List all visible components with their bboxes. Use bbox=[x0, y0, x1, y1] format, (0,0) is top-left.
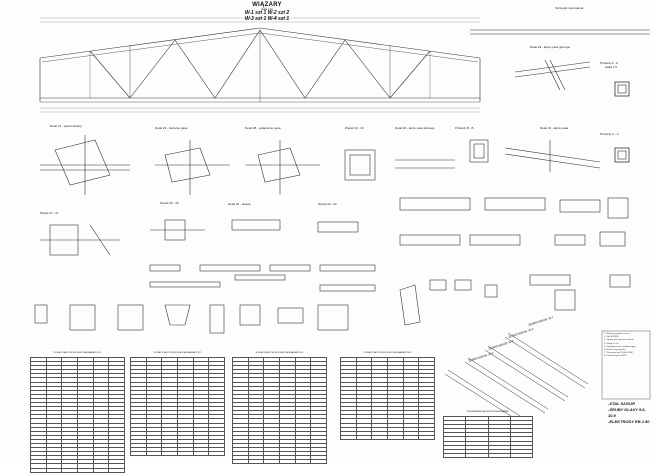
note-item: 2. Stal S235JR bbox=[604, 336, 619, 339]
notes-list: 1. Wymiary podano w mm 2. Stal S235JR 3.… bbox=[604, 333, 650, 359]
drawing-title: WIĄZARY bbox=[252, 2, 282, 8]
note-item: 4. Śruby kl. 5.6 bbox=[604, 342, 619, 345]
table-cell bbox=[487, 452, 511, 458]
spec-electrodes: -ELEKTRODY EB 1.50 bbox=[608, 419, 650, 424]
detail-label: Węzeł 43 - 43 bbox=[345, 126, 364, 130]
notes-box bbox=[601, 330, 651, 400]
table-row bbox=[30, 397, 125, 404]
table-cell bbox=[145, 451, 163, 457]
detail-label: Węzeł 45 - 45 bbox=[160, 201, 179, 205]
detail-label: Detal 32 - słupek bbox=[228, 202, 251, 206]
note-item: 7. Tolerancje wg PN-EN 1090 bbox=[604, 352, 633, 355]
table-cell bbox=[371, 434, 388, 440]
table-title: ZESTAWIENIE ŁĄCZNIKÓW NA WIĄZARY bbox=[466, 411, 510, 413]
drawing-scale: skala 1:10 bbox=[261, 8, 273, 11]
detail-label: skala 1:5 bbox=[605, 65, 618, 69]
material-spec: -STAL S235JR -ŚRUBY KLASY 5.6, 10.9 -ELE… bbox=[608, 401, 652, 425]
parts-table bbox=[340, 356, 435, 440]
table-cell bbox=[92, 467, 110, 473]
table-cell bbox=[465, 452, 489, 458]
table-row bbox=[130, 356, 225, 363]
plates-row bbox=[34, 264, 631, 334]
truss-list-1: W-1 szt 1 W-2 szt 2 bbox=[244, 10, 290, 16]
table-cell bbox=[247, 459, 265, 465]
row3-details bbox=[40, 197, 629, 256]
table-cell bbox=[418, 434, 435, 440]
title-block: WIĄZARY skala 1:10 W-1 szt 1 W-2 szt 2 W… bbox=[232, 2, 302, 22]
table-cell bbox=[176, 451, 194, 457]
isometric-trusses bbox=[444, 332, 589, 426]
parts-table bbox=[232, 356, 327, 465]
table-row bbox=[232, 459, 327, 465]
parts-table bbox=[130, 356, 225, 457]
detail-label: Szczegół mocowania bbox=[555, 6, 584, 10]
truss-drawing bbox=[34, 17, 651, 426]
drawing-sheet: WIĄZARY skala 1:10 W-1 szt 1 W-2 szt 2 W… bbox=[30, 2, 652, 473]
note-item: 6. Montaż wg projektu bbox=[604, 349, 626, 352]
parts-table bbox=[442, 415, 534, 458]
section-a bbox=[614, 81, 630, 163]
table-title: WYKAZ STALI PROFILOWEJ NA WIĄZARY W-1 bbox=[53, 352, 102, 354]
detail-label: Detal 27 - węzeł skrajny bbox=[50, 124, 82, 128]
table-row bbox=[232, 455, 327, 461]
parts-table bbox=[30, 356, 125, 473]
spec-steel: -STAL S235JR bbox=[608, 401, 635, 406]
note-item: 3. Spoiny pachwinowe a=4mm bbox=[604, 339, 634, 342]
table-cell bbox=[509, 452, 534, 458]
detail-label: Przekrój C - C bbox=[600, 132, 619, 136]
spec-bolts: -ŚRUBY KLASY 5.6, 10.9 bbox=[608, 407, 646, 418]
table-cell bbox=[108, 467, 125, 473]
table-cell bbox=[310, 459, 327, 465]
table-cell bbox=[61, 467, 78, 473]
table-title: WYKAZ STALI PROFILOWEJ NA WIĄZARY W-3 bbox=[255, 352, 304, 354]
detail-connection-top bbox=[470, 29, 650, 172]
node-details bbox=[40, 135, 489, 195]
table-row bbox=[130, 418, 225, 424]
detail-label: Przekrój A - A bbox=[600, 61, 619, 65]
truss-list-2: W-3 szt 1 W-4 szt 1 bbox=[244, 15, 290, 22]
table-cell bbox=[340, 434, 357, 440]
detail-label: Węzeł 47 - 47 bbox=[40, 211, 59, 215]
table-row bbox=[232, 442, 327, 449]
table-cell bbox=[30, 467, 47, 473]
detail-label: Detal 23 - stężenie pasa bbox=[155, 126, 188, 130]
main-truss bbox=[39, 27, 481, 103]
note-item: 1. Wymiary podano w mm bbox=[604, 333, 630, 335]
table-cell bbox=[278, 459, 296, 465]
table-title: WYKAZ STALI PROFILOWEJ NA WIĄZARY W-4 bbox=[363, 352, 412, 354]
table-cell bbox=[232, 459, 249, 465]
table-title: WYKAZ STALI PROFILOWEJ NA WIĄZARY W-2 bbox=[153, 352, 202, 354]
table-cell bbox=[45, 467, 63, 473]
table-row bbox=[232, 426, 327, 432]
table-cell bbox=[355, 434, 373, 440]
table-cell bbox=[386, 434, 404, 440]
table-cell bbox=[442, 452, 467, 458]
table-row bbox=[340, 434, 435, 440]
table-cell bbox=[402, 434, 420, 440]
table-row bbox=[30, 418, 125, 424]
note-item: 5. Zabezpieczenie antykorozyjne bbox=[604, 345, 636, 348]
detail-label: Detal 28 - połączenie pasa bbox=[245, 126, 281, 130]
table-row bbox=[442, 452, 534, 458]
note-item: 8. Kontrola spoin 100% bbox=[604, 355, 627, 358]
table-row bbox=[30, 467, 125, 473]
table-cell bbox=[263, 459, 280, 465]
table-row bbox=[232, 451, 327, 457]
detail-label: Węzeł 44 - 44 bbox=[318, 202, 337, 206]
table-cell bbox=[294, 459, 312, 465]
detail-label: Detal 31 - łącze pasa bbox=[540, 126, 569, 130]
table-row bbox=[130, 430, 225, 436]
table-cell bbox=[192, 451, 210, 457]
detail-label: Detal 30 - łącze pasa dolnego bbox=[395, 126, 435, 130]
table-row bbox=[30, 438, 125, 444]
table-cell bbox=[161, 451, 178, 457]
detail-label: Przekrój B - B bbox=[455, 126, 474, 130]
table-row bbox=[130, 451, 225, 457]
table-cell bbox=[208, 451, 225, 457]
table-cell bbox=[76, 467, 94, 473]
detail-label: Detal 29 - łącze pasa górnego bbox=[530, 45, 571, 49]
table-cell bbox=[130, 451, 147, 457]
